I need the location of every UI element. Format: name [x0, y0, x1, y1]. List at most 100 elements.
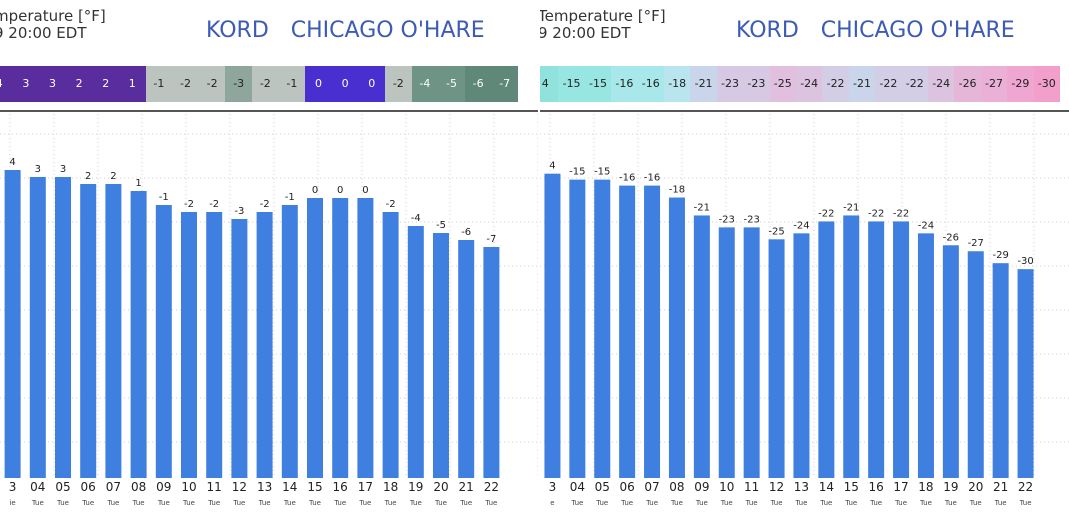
heat-cell: -23: [743, 66, 770, 102]
temperature-bar: [942, 245, 959, 478]
x-tick-hour: 10: [719, 480, 735, 494]
temperature-bar: [967, 251, 984, 478]
x-tick-hour: 14: [282, 480, 298, 494]
x-tick-day: e: [550, 499, 555, 507]
bar-value-label: -7: [486, 234, 496, 245]
x-tick-hour: 05: [55, 480, 71, 494]
temperature-bar: [743, 227, 760, 478]
heat-cell: -15: [558, 66, 585, 102]
x-tick-hour: 05: [594, 480, 610, 494]
bar-value-label: 4: [9, 157, 15, 168]
bar-value-label: -22: [818, 208, 834, 219]
bar-value-label: -30: [1017, 256, 1033, 267]
heat-cell: -16: [637, 66, 664, 102]
bar-value-label: -22: [868, 208, 884, 219]
station-name: CHICAGO O'HARE: [290, 18, 485, 43]
temperature-bar: [917, 233, 934, 478]
bar-value-label: -2: [184, 199, 194, 210]
bar-value-label: 2: [85, 171, 91, 182]
x-tick-day: Tue: [208, 499, 221, 507]
temperature-bar: [668, 197, 685, 478]
heat-cell: -21: [848, 66, 876, 102]
parameter-datetime: 9 20:00 EDT: [540, 24, 631, 42]
bar-value-label: 0: [312, 185, 318, 196]
x-tick-day: Tue: [770, 499, 783, 507]
temperature-bar: [594, 179, 611, 478]
x-tick-day: Tue: [845, 499, 858, 507]
x-tick-day: Tue: [695, 499, 708, 507]
x-tick-hour: 07: [105, 480, 122, 494]
x-tick-day: Tue: [969, 499, 982, 507]
x-tick-hour: 06: [80, 480, 96, 494]
x-tick-hour: 21: [993, 480, 1009, 494]
x-tick-hour: 15: [307, 480, 323, 494]
bar-value-label: 0: [337, 185, 343, 196]
x-tick-day: Tue: [621, 499, 634, 507]
temperature-bar: [843, 215, 860, 478]
x-tick-day: Tue: [384, 499, 397, 507]
panel-divider: [538, 0, 540, 515]
heat-cell: -2: [172, 66, 199, 102]
temperature-bar: [544, 173, 561, 478]
x-tick-hour: 17: [893, 480, 909, 494]
bar-value-label: -18: [669, 185, 685, 196]
x-tick-day: Tue: [596, 499, 609, 507]
temperature-bar: [29, 177, 46, 478]
bar-chart-svg: 4-15-15-16-16-18-21-23-23-25-24-22-21-22…: [540, 114, 1069, 478]
x-tick-hour: 07: [644, 480, 660, 494]
x-tick-day: Tue: [283, 499, 296, 507]
bar-value-label: -15: [594, 167, 610, 178]
x-tick-hour: 13: [793, 480, 810, 494]
temperature-bar: [868, 221, 885, 478]
x-tick-day: Tue: [895, 499, 908, 507]
bar-value-label: -21: [694, 202, 710, 213]
x-tick-hour: 08: [669, 480, 685, 494]
bar-value-label: -21: [843, 202, 859, 213]
x-tick-day: Tue: [31, 499, 44, 507]
x-tick-day: Tue: [720, 499, 733, 507]
heat-cell: 0: [358, 66, 385, 102]
heat-cell: 3: [39, 66, 66, 102]
x-tick-day: Tue: [485, 499, 498, 507]
x-tick-day: Tue: [57, 499, 69, 507]
heat-cell: -30: [1033, 66, 1060, 102]
temperature-bar: [181, 212, 197, 478]
x-tick-day: Tue: [944, 499, 957, 507]
heat-cell: -26: [954, 66, 981, 102]
x-tick-hour: 16: [332, 480, 348, 494]
bar-value-label: -5: [436, 220, 446, 231]
x-tick-day: Tue: [646, 499, 659, 507]
x-tick-day: Tue: [1019, 499, 1032, 507]
bar-value-label: -23: [719, 214, 735, 225]
temperature-bar: [55, 177, 71, 478]
x-tick-hour: 22: [1017, 480, 1034, 494]
bar-value-label: -16: [644, 173, 660, 184]
x-tick-day: Tue: [132, 499, 145, 507]
heat-cell: -4: [411, 66, 439, 102]
bar-value-label: -23: [743, 214, 759, 225]
bar-value-label: -15: [569, 167, 585, 178]
bar-value-label: -2: [260, 199, 270, 210]
x-tick-hour: 09: [694, 480, 710, 494]
heat-cell: -5: [438, 66, 465, 102]
heat-cell: -24: [796, 66, 823, 102]
heat-cell: -2: [385, 66, 412, 102]
x-tick-hour: 17: [357, 480, 374, 494]
temperature-bar: [718, 227, 735, 478]
heat-cell: 1: [119, 66, 146, 102]
station-code: KORD: [736, 18, 799, 43]
heat-cell: -3: [225, 66, 252, 102]
heat-cell: -7: [491, 66, 518, 102]
heat-cell: -2: [252, 66, 279, 102]
parameter-datetime: 9 20:00 EDT: [0, 24, 87, 42]
x-tick-hour: 20: [968, 480, 984, 494]
temperature-bar: [407, 226, 424, 478]
heat-cell: -1: [278, 66, 306, 102]
heat-cell: -24: [928, 66, 955, 102]
x-tick-day: Tue: [107, 499, 120, 507]
x-tick-hour: 18: [382, 480, 399, 494]
bar-value-label: -24: [918, 220, 934, 231]
